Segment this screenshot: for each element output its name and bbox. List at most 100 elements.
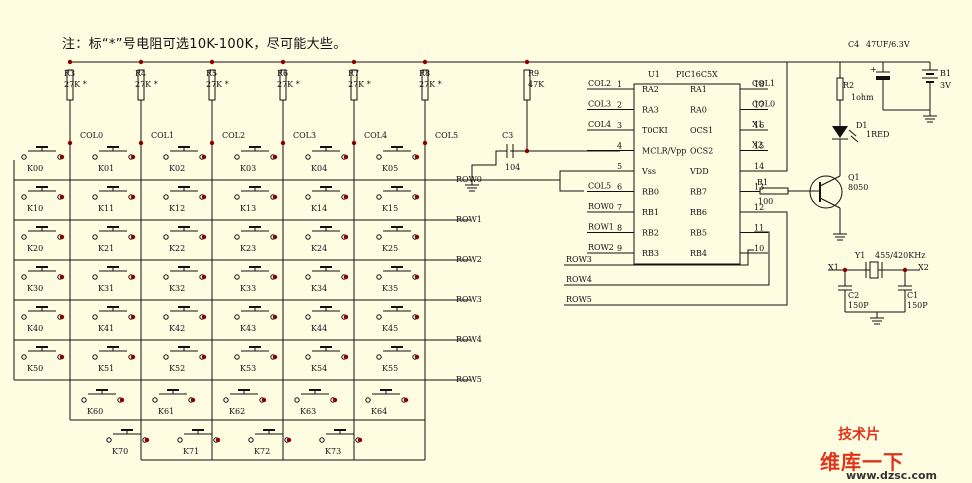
key-label-k55: K55 [382, 364, 398, 373]
junction-dot [280, 59, 286, 65]
key-label-k71: K71 [183, 447, 199, 456]
c1-value: 150P [907, 301, 928, 310]
ic-net-label: ROW2 [588, 243, 614, 252]
key-label-k62: K62 [229, 407, 245, 416]
key-label-k21: K21 [98, 244, 114, 253]
ic-pin-num: 5 [617, 162, 622, 171]
key-switch [234, 226, 276, 240]
switch-contact [305, 234, 311, 240]
transistor-q1-emitter [819, 197, 841, 209]
junction-dot [343, 194, 349, 200]
ic-pin-name: OCS1 [690, 126, 713, 135]
junction-dot [272, 154, 278, 160]
key-label-k35: K35 [382, 284, 398, 293]
key-label-k10: K10 [27, 204, 43, 213]
junction-dot [130, 314, 136, 320]
key-switch [305, 226, 347, 240]
junction-dot [343, 314, 349, 320]
ic-pin-num: 8 [617, 224, 622, 233]
key-label-k11: K11 [98, 204, 114, 213]
components [21, 59, 938, 443]
switch-contact [376, 274, 382, 280]
junction-dot [272, 274, 278, 280]
b1-value: 3V [940, 81, 951, 90]
junction-dot [215, 437, 221, 443]
key-label-k50: K50 [27, 364, 43, 373]
junction-dot [59, 274, 65, 280]
key-label-k23: K23 [240, 244, 256, 253]
switch-contact [92, 354, 98, 360]
ic-net-label: COL3 [588, 100, 611, 109]
x2-label: X2 [918, 263, 929, 272]
key-switch [81, 389, 123, 403]
switch-contact [21, 314, 27, 320]
key-switch [21, 226, 63, 240]
key-label-k43: K43 [240, 324, 256, 333]
junction-dot [59, 234, 65, 240]
switch-contact [376, 354, 382, 360]
key-switch [234, 146, 276, 160]
switch-contact [92, 314, 98, 320]
key-label-k00: K00 [27, 164, 43, 173]
ic-pin-num: 12 [754, 203, 764, 212]
key-label-k40: K40 [27, 324, 43, 333]
ic-pin-name: RB6 [690, 208, 707, 217]
key-switch [163, 146, 205, 160]
y1-value: 455/420KHz [875, 251, 925, 260]
switch-contact [248, 437, 254, 443]
wire [471, 150, 507, 179]
junction-dot [902, 267, 908, 273]
junction-dot [351, 140, 357, 146]
key-label-k64: K64 [371, 407, 387, 416]
ic-part: PIC16C5X [676, 70, 718, 79]
resistor-ref-r7: R7 [348, 69, 359, 78]
row-label-2: ROW2 [456, 255, 482, 264]
key-switch [305, 346, 347, 360]
switch-contact [21, 154, 27, 160]
junction-dot [272, 194, 278, 200]
row-label-3: ROW3 [456, 295, 482, 304]
switch-contact [319, 437, 325, 443]
junction-dot [286, 437, 292, 443]
b1-ref: B1 [940, 69, 951, 78]
junction-dot [59, 154, 65, 160]
key-label-k15: K15 [382, 204, 398, 213]
switch-contact [21, 274, 27, 280]
resistor-value-r4: 27K * [135, 80, 158, 89]
key-switch [92, 226, 134, 240]
led-arrow [848, 129, 857, 137]
switch-contact [305, 274, 311, 280]
key-switch [376, 186, 418, 200]
ic-pin-name: RB5 [690, 229, 707, 238]
key-switch [365, 389, 407, 403]
ground-power [923, 110, 937, 123]
col-label-3: COL3 [293, 131, 316, 140]
switch-contact [152, 397, 158, 403]
junction-dot [351, 59, 357, 65]
key-label-k30: K30 [27, 284, 43, 293]
ic-pin-name: VDD [689, 167, 709, 176]
junction-dot [201, 194, 207, 200]
ic-pin-num: 13 [754, 183, 764, 192]
wires [13, 61, 931, 461]
junction-dot [357, 437, 363, 443]
ic-pin-name: RB0 [642, 188, 659, 197]
junction-dot [272, 354, 278, 360]
key-switch [177, 429, 219, 443]
junction-dot [524, 148, 530, 154]
key-label-k42: K42 [169, 324, 185, 333]
key-switch [305, 186, 347, 200]
c2-value: 150P [848, 301, 869, 310]
col-label-2: COL2 [222, 131, 245, 140]
junction-dot [414, 314, 420, 320]
junction-dot [343, 354, 349, 360]
junction-dot [59, 354, 65, 360]
switch-contact [294, 397, 300, 403]
resistor-r2 [836, 77, 844, 101]
ic-pin-num: 15 [754, 142, 764, 151]
key-switch [92, 306, 134, 320]
ic-pin-name: RA1 [690, 85, 707, 94]
junction-dot [343, 154, 349, 160]
d1-ref: D1 [856, 121, 868, 130]
